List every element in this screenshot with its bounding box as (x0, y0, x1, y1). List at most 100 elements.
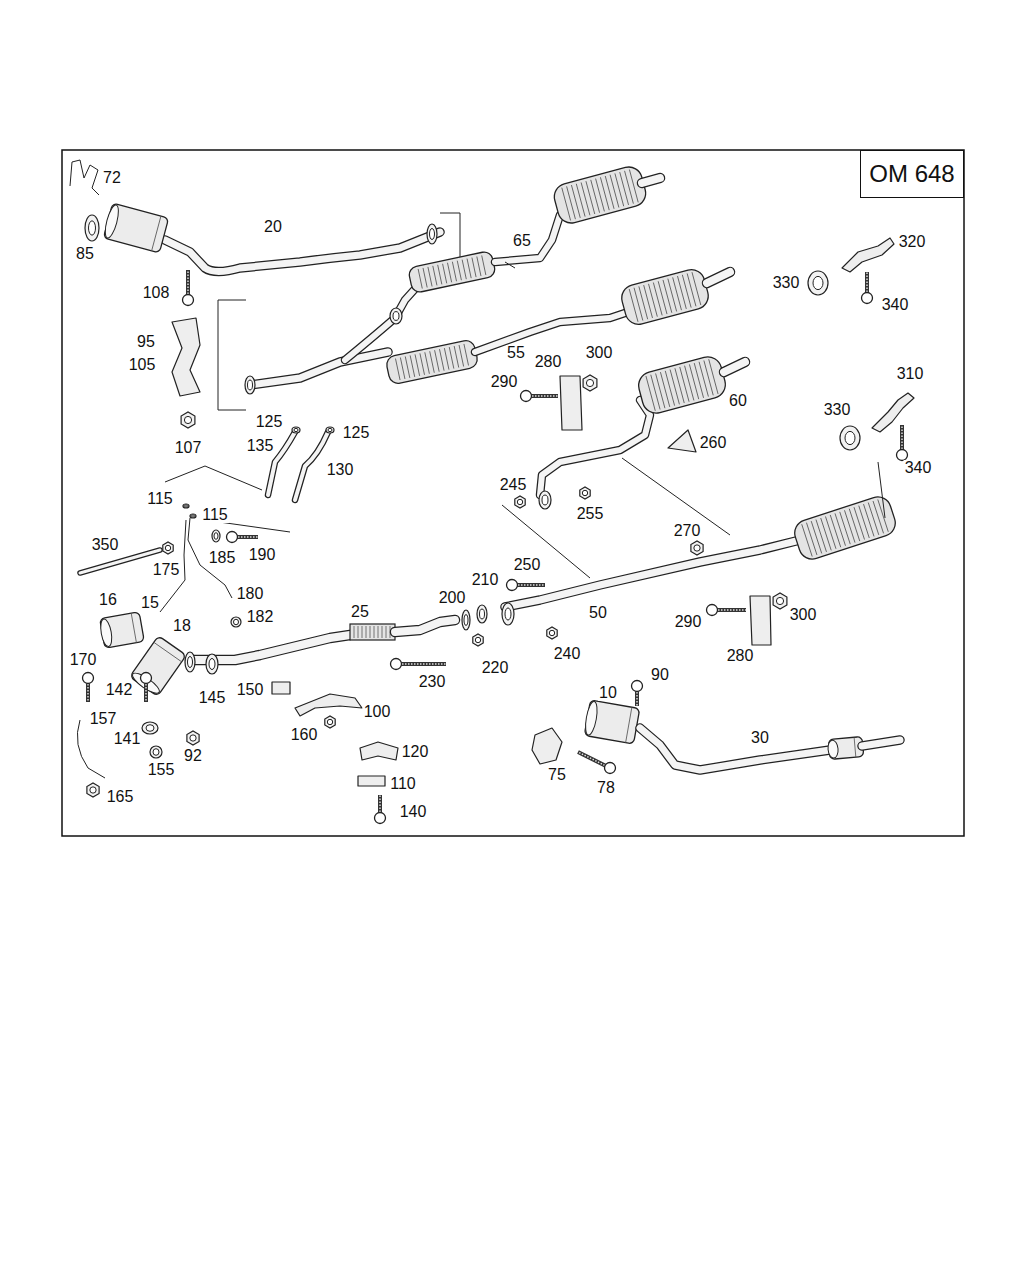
pipe (862, 740, 900, 746)
callout-number: 142 (105, 682, 134, 698)
converter-end (99, 618, 114, 647)
muffler-rib (646, 376, 655, 411)
callout-number: 30 (750, 730, 770, 746)
converter-end (827, 740, 839, 759)
ring (427, 224, 437, 244)
bracket (360, 742, 398, 760)
pipe (642, 178, 660, 183)
nut-hole (327, 719, 332, 724)
ring (85, 215, 99, 241)
callout-number: 100 (363, 704, 392, 720)
muffler-rib (428, 267, 432, 287)
muffler-rib (405, 356, 410, 378)
muffler-rib (651, 375, 660, 410)
nut-hole (184, 416, 191, 423)
muffler-rib (418, 269, 422, 289)
muffler-rib (639, 286, 648, 319)
muffler-rib (615, 173, 624, 206)
muffler-rib (704, 360, 713, 395)
muffler-rib (482, 255, 486, 275)
muffler-rib (581, 182, 590, 215)
muffler-rib (849, 509, 860, 541)
pipe-outline (295, 432, 328, 500)
flex-rib (386, 626, 387, 638)
bolt-head (605, 763, 616, 774)
callout-number: 16 (98, 592, 118, 608)
callout-number: 245 (499, 477, 528, 493)
callout-number: 157 (89, 711, 118, 727)
bolt-head (507, 580, 518, 591)
muffler-rib (629, 289, 638, 322)
muffler (791, 494, 898, 563)
nut (691, 541, 703, 555)
pipe-outline (165, 232, 440, 272)
callout-number: 155 (147, 762, 176, 778)
muffler-body (551, 164, 648, 226)
muffler-rib (464, 344, 469, 366)
leader-line (878, 462, 885, 518)
nut-hole (549, 630, 554, 635)
callout-number: 255 (576, 506, 605, 522)
callout-number: 107 (174, 440, 203, 456)
nut-hole (517, 499, 522, 504)
converter (129, 636, 186, 697)
pipe-outline (80, 550, 160, 573)
muffler (636, 354, 729, 417)
ring (183, 504, 189, 508)
pipe-outline (724, 362, 745, 372)
muffler-rib (610, 175, 619, 208)
muffler-rib (629, 170, 638, 203)
leader-line (70, 160, 99, 195)
bolt-head (141, 673, 152, 684)
muffler-rib (452, 262, 456, 282)
callout-number: 170 (69, 652, 98, 668)
muffler-rib (423, 268, 427, 288)
muffler-rib (665, 371, 674, 406)
nut (87, 783, 99, 797)
muffler-body (408, 250, 497, 293)
callout-number: 115 (146, 491, 174, 507)
bolt-head (183, 295, 194, 306)
callout-number: 72 (102, 170, 122, 186)
muffler-rib (600, 177, 609, 210)
converter (99, 612, 145, 649)
clamp-plate (560, 376, 582, 430)
flex-section (350, 624, 395, 640)
muffler-rib (472, 258, 476, 278)
converter-seam (154, 642, 182, 662)
ring-hole (480, 609, 485, 619)
muffler-rib (649, 284, 658, 317)
pipe (295, 432, 328, 500)
ring-hole (214, 533, 218, 540)
leader-line (440, 213, 478, 258)
callout-number: 330 (772, 275, 801, 291)
converter-end (583, 701, 599, 736)
muffler-rib (663, 280, 672, 313)
title-box: OM 648 (860, 150, 964, 198)
muffler-body (385, 339, 479, 385)
callout-number: 110 (389, 776, 417, 792)
muffler-rib (605, 176, 614, 209)
muffler-rib (439, 349, 444, 371)
muffler-rib (678, 276, 687, 309)
nut-hole (90, 787, 96, 793)
bolt-head (862, 293, 873, 304)
muffler-rib (811, 521, 822, 553)
ring-hole (393, 312, 399, 321)
bolt-head (707, 605, 718, 616)
pipe (80, 550, 160, 573)
callout-number: 145 (198, 690, 227, 706)
muffler (551, 164, 648, 226)
ring (206, 654, 218, 674)
bolt-head (521, 391, 532, 402)
callout-number: 60 (728, 393, 748, 409)
pipe (345, 290, 414, 360)
callout-number: 92 (183, 748, 203, 764)
ring-hole (294, 428, 298, 431)
muffler-rib (859, 506, 870, 538)
muffler-rib (467, 259, 471, 279)
pipe (165, 232, 440, 272)
muffler-rib (689, 364, 698, 399)
ring (390, 308, 402, 324)
callout-number: 20 (263, 219, 283, 235)
